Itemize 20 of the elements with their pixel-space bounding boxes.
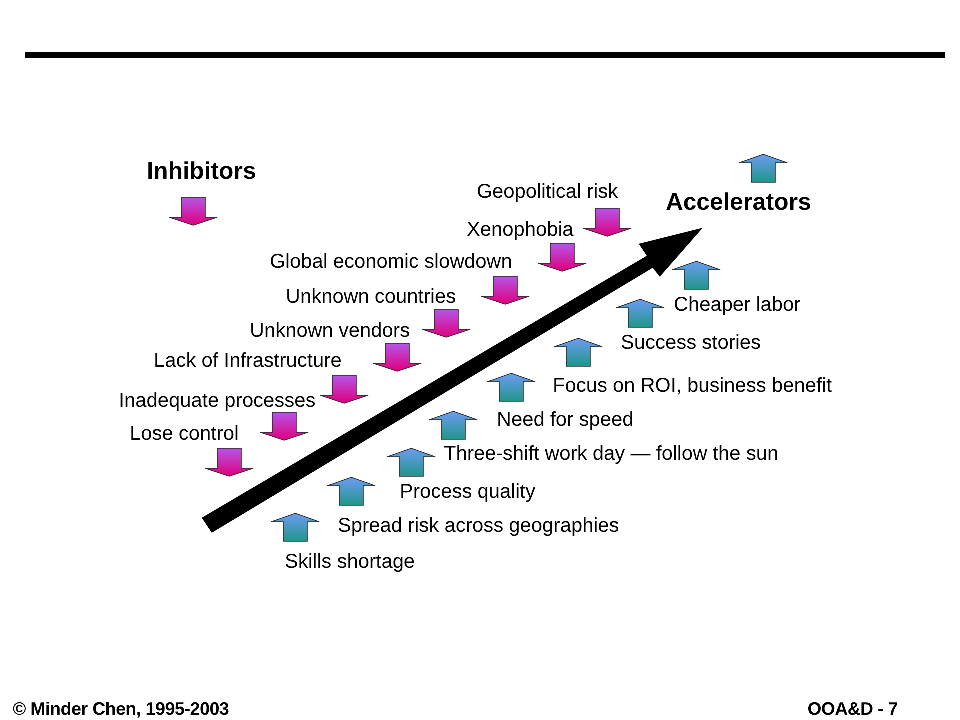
factor-label: Focus on ROI, business benefit (553, 375, 832, 397)
factor-label: Lose control (130, 423, 239, 445)
factor-label: Three-shift work day — follow the sun (444, 443, 779, 465)
factor-label: Skills shortage (285, 551, 416, 573)
copyright-notice: © Minder Chen, 1995-2003 (13, 700, 230, 720)
factor-label: Xenophobia (467, 219, 574, 241)
factor-label: Global economic slowdown (270, 251, 512, 273)
factor-label: Inadequate processes (119, 390, 316, 412)
section-heading: Accelerators (666, 190, 812, 216)
factor-label: Unknown countries (286, 286, 456, 308)
factor-label: Geopolitical risk (477, 181, 618, 203)
factor-label: Spread risk across geographies (338, 515, 620, 537)
section-heading: Inhibitors (147, 158, 256, 186)
page-number: OOA&D - 7 (808, 700, 898, 720)
factor-label: Success stories (621, 332, 762, 354)
factor-label: Need for speed (497, 409, 634, 431)
factor-label: Unknown vendors (250, 320, 410, 342)
factor-label: Cheaper labor (674, 294, 801, 316)
factor-label: Lack of Infrastructure (154, 350, 342, 372)
factor-label: Process quality (400, 481, 536, 503)
